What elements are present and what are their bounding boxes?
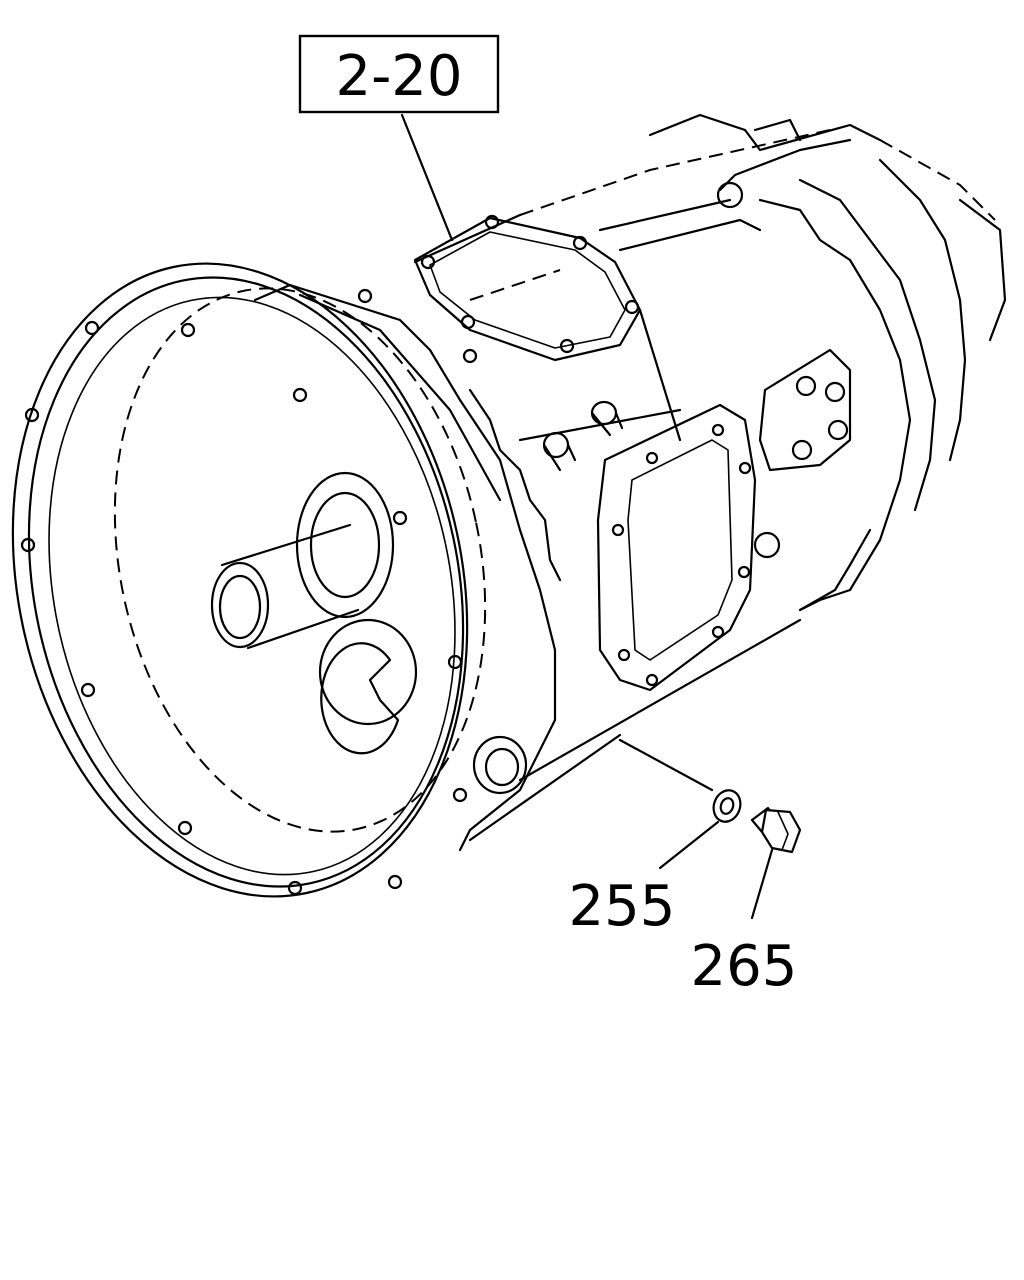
washer-part <box>712 789 742 823</box>
rear-mount-pad <box>758 348 852 472</box>
drain-plug-part <box>750 806 802 854</box>
reference-leader-line <box>400 113 454 242</box>
reference-box[interactable]: 2-20 <box>298 34 500 114</box>
callout-255[interactable]: 255 <box>569 874 676 939</box>
release-fork-boss <box>318 618 418 755</box>
bell-bolt-holes <box>20 320 468 896</box>
washer-leader-line <box>618 738 714 792</box>
top-cover-plate <box>357 214 642 364</box>
reference-box-label: 2-20 <box>335 44 462 109</box>
transmission-housing <box>11 113 1007 898</box>
drain-plug-callout-line <box>750 848 774 920</box>
input-shaft <box>210 471 395 650</box>
pto-cover <box>596 403 757 692</box>
washer-callout-line <box>658 820 720 870</box>
callout-265[interactable]: 265 <box>691 934 798 999</box>
